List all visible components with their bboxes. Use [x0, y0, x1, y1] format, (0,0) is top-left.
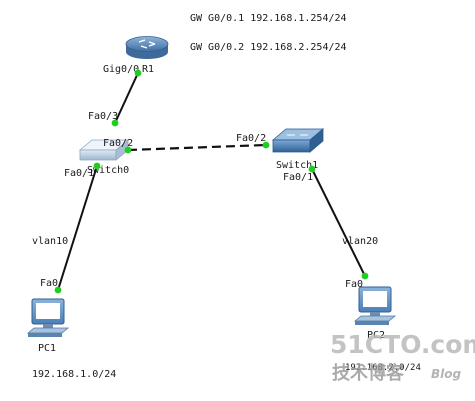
gateway-note-vlan10: GW G0/0.1 192.168.1.254/24	[190, 13, 347, 24]
port-dot-switch0-fa01	[93, 162, 101, 170]
watermark-main: 51CTO.com	[330, 330, 475, 359]
router-r1[interactable]: Gig0/0 R1	[103, 36, 169, 76]
pc2-port-label: Fa0	[345, 279, 363, 290]
switch0-name-label: Switch0	[87, 165, 129, 176]
pc-icon	[353, 286, 397, 325]
gateway-note-vlan20: GW G0/0.2 192.168.2.254/24	[190, 42, 347, 53]
router-port-label: Gig0/0	[103, 64, 139, 75]
port-dot-r1	[134, 69, 142, 77]
pc2-name-label: PC2	[367, 330, 385, 341]
port-dot-switch0-fa03	[111, 119, 119, 127]
switch0-port-fa02-label: Fa0/2	[103, 138, 133, 149]
switch1[interactable]: Switch1 Fa0/2 Fa0/1	[236, 128, 325, 183]
pc1-port-label: Fa0	[40, 278, 58, 289]
switch-icon	[271, 128, 325, 153]
watermark-sub: 技术博客	[332, 362, 405, 384]
switch0-port-fa01-label: Fa0/1	[64, 168, 94, 179]
port-status-dots	[54, 69, 369, 294]
watermark: 51CTO.com 技术博客 Blog	[330, 330, 475, 384]
pc1-name-label: PC1	[38, 343, 56, 354]
pc2-network-label: 192.168.2.0/24	[345, 363, 421, 373]
switch1-port-fa01-label: Fa0/1	[283, 172, 313, 183]
switch0[interactable]: Switch0 Fa0/3 Fa0/2 Fa0/1	[64, 111, 133, 179]
port-dot-pc2-fa0	[361, 272, 369, 280]
switch0-port-fa03-label: Fa0/3	[88, 111, 118, 122]
port-dot-switch0-fa02	[124, 146, 132, 154]
link-switch1-pc2[interactable]	[311, 168, 366, 277]
link-switch0-switch1-trunk[interactable]	[127, 143, 267, 152]
pc-icon	[26, 298, 70, 337]
watermark-blog: Blog	[431, 367, 462, 381]
port-dot-switch1-fa01	[308, 165, 316, 173]
pc2[interactable]: Fa0 vlan20 PC2 192.168.2.0/24	[342, 236, 421, 373]
pc2-vlan-label: vlan20	[342, 236, 378, 247]
port-dot-pc1-fa0	[54, 286, 62, 294]
switch1-port-fa02-label: Fa0/2	[236, 133, 266, 144]
pc1-network-label: 192.168.1.0/24	[32, 369, 116, 380]
links	[57, 72, 366, 291]
switch-icon	[78, 139, 130, 161]
switch1-name-label: Switch1	[276, 160, 318, 171]
router-name-label: R1	[142, 64, 154, 75]
pc1-vlan-label: vlan10	[32, 236, 68, 247]
pc1[interactable]: Fa0 vlan10 PC1 192.168.1.0/24	[26, 236, 116, 380]
link-r1-switch0[interactable]	[114, 72, 139, 124]
link-switch0-pc1[interactable]	[57, 165, 98, 291]
router-icon	[125, 36, 169, 59]
port-dot-switch1-fa02	[262, 141, 270, 149]
